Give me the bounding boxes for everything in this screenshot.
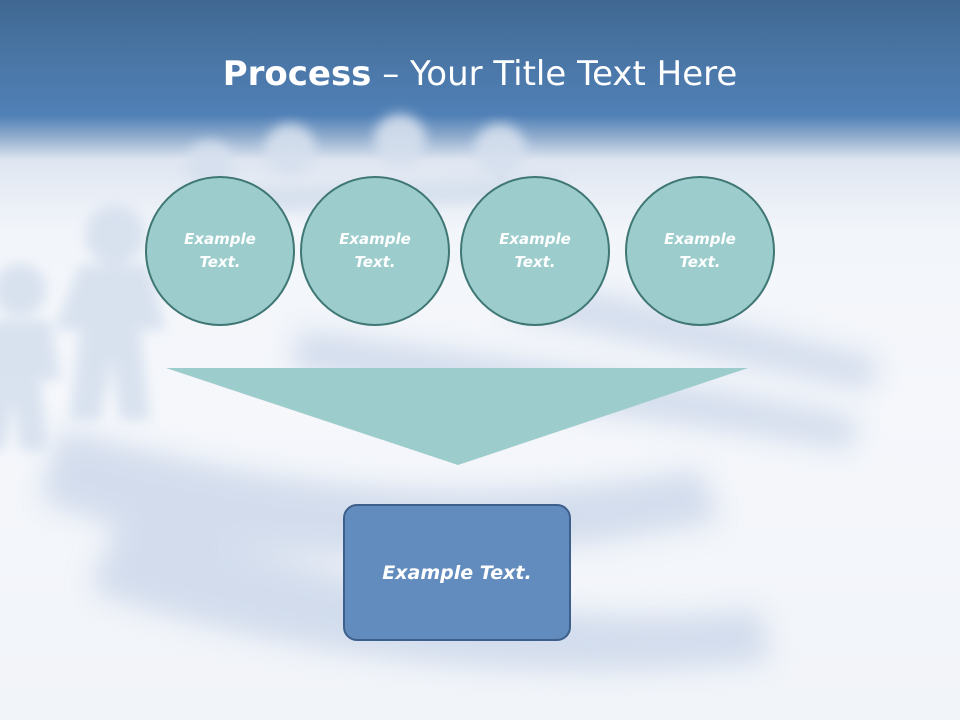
step-circle-text: Example Text. <box>655 228 745 274</box>
title-rest: – Your Title Text Here <box>371 54 738 94</box>
step-circle-line2: Text. <box>354 253 396 271</box>
step-circle-1: Example Text. <box>145 176 295 326</box>
slide-title: Process – Your Title Text Here <box>0 50 960 98</box>
result-box: Example Text. <box>343 504 571 641</box>
step-circle-line1: Example <box>499 230 571 248</box>
step-circle-4: Example Text. <box>625 176 775 326</box>
funnel-triangle <box>166 368 748 465</box>
step-circle-line1: Example <box>339 230 411 248</box>
step-circle-2: Example Text. <box>300 176 450 326</box>
title-bold-part: Process <box>222 54 372 94</box>
step-circle-text: Example Text. <box>175 228 265 274</box>
step-circle-line2: Text. <box>679 253 721 271</box>
step-circle-line1: Example <box>184 230 256 248</box>
step-circle-line2: Text. <box>514 253 556 271</box>
funnel-arrow <box>166 368 748 465</box>
result-label: Example Text. <box>382 561 532 584</box>
step-circle-3: Example Text. <box>460 176 610 326</box>
step-circle-text: Example Text. <box>330 228 420 274</box>
step-circle-line2: Text. <box>199 253 241 271</box>
step-circle-line1: Example <box>664 230 736 248</box>
step-circle-text: Example Text. <box>490 228 580 274</box>
